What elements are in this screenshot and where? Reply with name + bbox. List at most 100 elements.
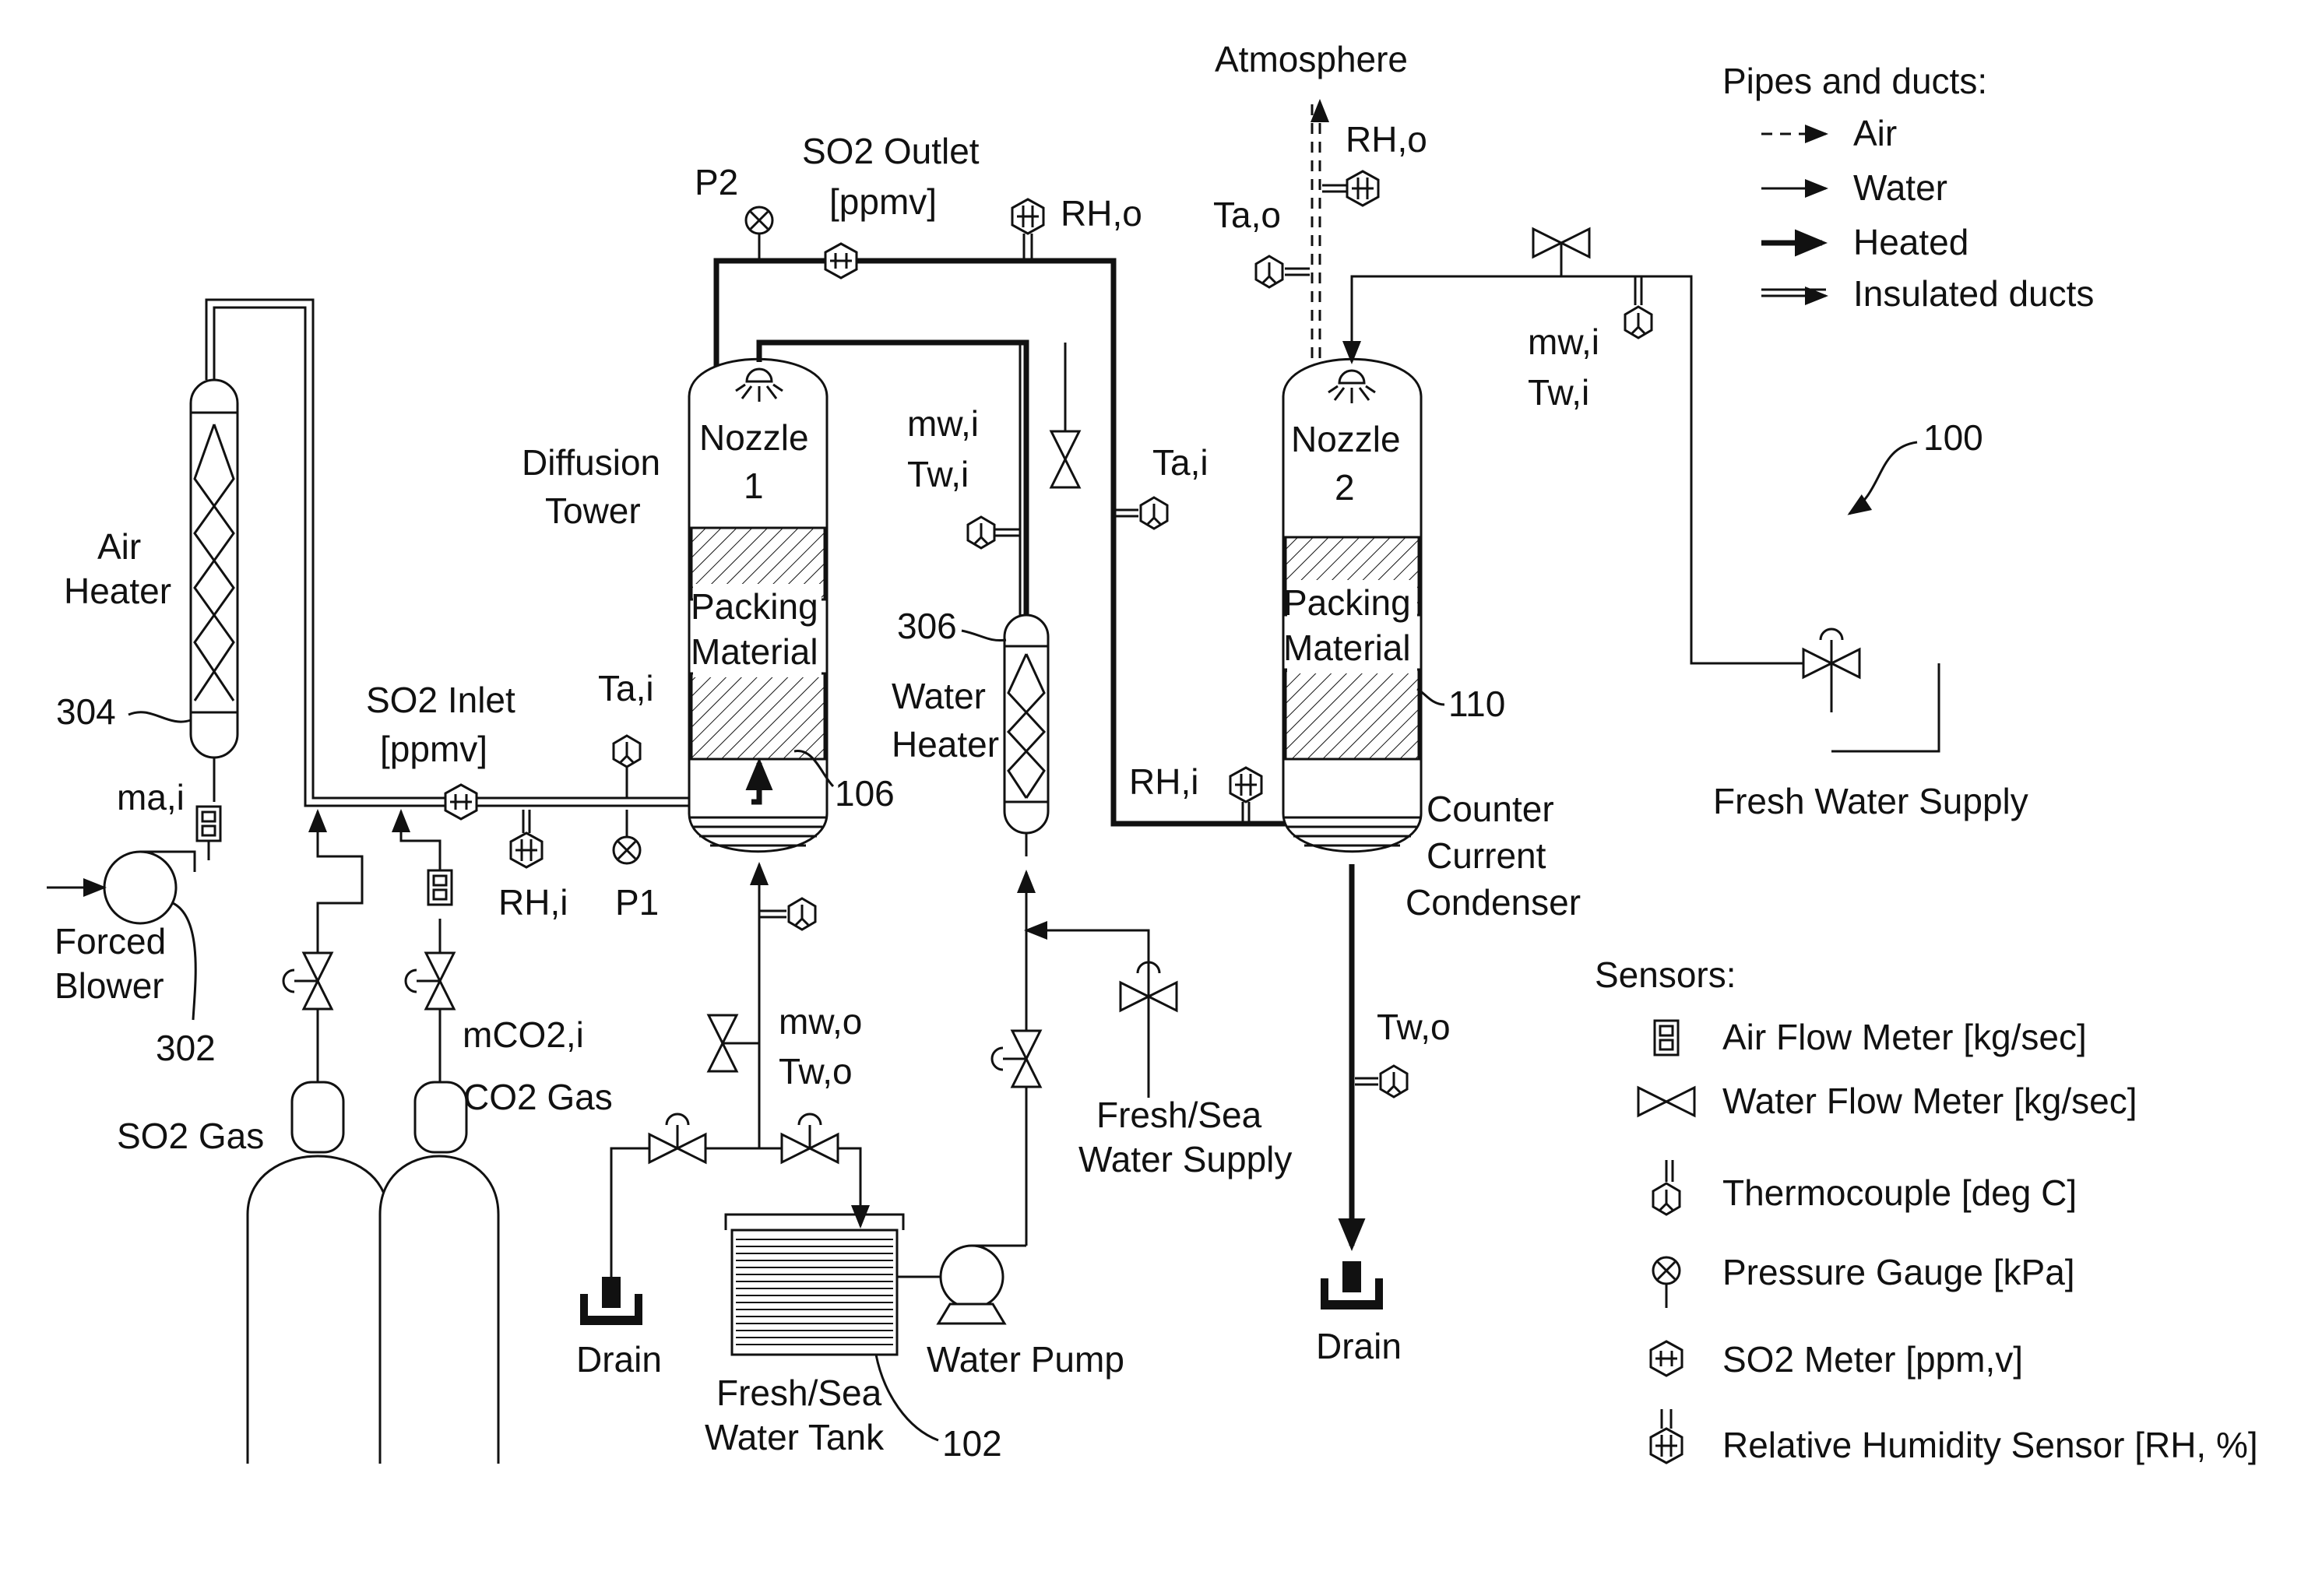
pressure-gauge-p2 xyxy=(746,207,772,234)
so2-meter-icon xyxy=(1651,1341,1682,1376)
label-atmosphere: Atmosphere xyxy=(1215,39,1408,79)
label-p1: P1 xyxy=(615,882,659,923)
thermocouple-two-1 xyxy=(789,898,815,930)
fresh-water-supply-label: Fresh Water Supply xyxy=(1713,781,2028,821)
co2-gas-line: mCO2,i xyxy=(401,811,584,1082)
label-two-2: Tw,o xyxy=(1377,1007,1451,1047)
packing-2-label-2: Material xyxy=(1283,628,1411,668)
legend-water-flow-meter: Water Flow Meter [kg/sec] xyxy=(1722,1081,2137,1121)
water-valve-pump[interactable] xyxy=(992,1031,1040,1087)
drain-2-icon xyxy=(1321,1261,1383,1309)
legend-air: Air xyxy=(1853,113,1897,153)
legend-insulated: Insulated ducts xyxy=(1853,273,2094,314)
co2-air-flow-meter xyxy=(428,870,452,905)
thermocouple-tai-inlet xyxy=(614,736,640,767)
ref-106: 106 xyxy=(835,773,895,814)
legend-sensors-title: Sensors: xyxy=(1595,954,1736,995)
ref-102: 102 xyxy=(942,1423,1002,1464)
label-twi-1: Tw,i xyxy=(907,454,969,494)
nozzle-1-label-2: 1 xyxy=(744,466,764,506)
ref-306: 306 xyxy=(897,606,957,646)
condenser-label-2: Current xyxy=(1427,835,1546,876)
air-flow-meter-icon xyxy=(1655,1021,1678,1055)
thermocouple-tai-mid xyxy=(1141,497,1167,529)
thermocouple-tao xyxy=(1256,256,1282,287)
counter-current-condenser: Nozzle 2 Packing Material 110 Counter Cu… xyxy=(1283,359,1581,923)
legend-water: Water xyxy=(1853,167,1947,208)
label-tai-inlet: Ta,i xyxy=(598,668,654,708)
label-so2-inlet-1: SO2 Inlet xyxy=(366,680,515,720)
water-flow-meter-mwi-1 xyxy=(1051,431,1079,487)
so2-gas-cylinder: SO2 Gas xyxy=(117,1082,388,1464)
label-rh-i-cond: RH,i xyxy=(1129,761,1198,802)
co2-gas-cylinder: CO2 Gas xyxy=(380,1077,613,1464)
water-pump-label: Water Pump xyxy=(927,1339,1124,1380)
label-so2-outlet-2: [ppmv] xyxy=(829,181,937,222)
air-heater: Air Heater 304 xyxy=(56,380,237,758)
nozzle-1-label-1: Nozzle xyxy=(699,417,809,458)
legend-rh-sensor: Relative Humidity Sensor [RH, %] xyxy=(1722,1425,2258,1465)
pressure-gauge-icon xyxy=(1653,1257,1680,1284)
label-rh-o-top: RH,o xyxy=(1346,119,1427,160)
drain-valve-1[interactable] xyxy=(649,1114,705,1162)
tank-valve[interactable] xyxy=(782,1114,838,1162)
water-flow-meter-icon xyxy=(1638,1088,1694,1116)
legend-thermocouple: Thermocouple [deg C] xyxy=(1722,1172,2077,1213)
label-tai-mid: Ta,i xyxy=(1152,442,1209,483)
rh-condenser-inlet-sensor xyxy=(1230,768,1261,802)
packing-1-label-2: Material xyxy=(691,631,818,672)
legend-heated: Heated xyxy=(1853,222,1968,262)
ref-302: 302 xyxy=(156,1028,216,1068)
label-so2-inlet-2: [ppmv] xyxy=(380,729,487,769)
legend-pipes-title: Pipes and ducts: xyxy=(1722,61,1987,101)
legend: Pipes and ducts: Air Water Heated Insula… xyxy=(1595,61,2258,1465)
forced-blower-label-2: Blower xyxy=(55,965,164,1006)
label-tao: Ta,o xyxy=(1213,195,1281,235)
rh-sensor-icon xyxy=(1651,1429,1682,1463)
so2-gas-line xyxy=(283,811,362,1082)
condenser-label-3: Condenser xyxy=(1406,882,1581,923)
label-twi-2: Tw,i xyxy=(1528,372,1589,413)
tank-label-2: Water Tank xyxy=(705,1417,885,1457)
ref-100: 100 xyxy=(1923,417,1983,458)
so2-inlet-meter xyxy=(445,785,477,819)
water-heater: Water Heater 306 xyxy=(892,606,1048,833)
thermocouple-twi-2 xyxy=(1625,307,1652,338)
so2-gas-valve[interactable] xyxy=(283,953,332,1009)
nozzle-2-label-1: Nozzle xyxy=(1291,419,1401,459)
label-so2-outlet-1: SO2 Outlet xyxy=(802,131,980,171)
co2-gas-valve[interactable] xyxy=(406,953,454,1009)
drain-1-icon xyxy=(580,1277,642,1325)
packing-2-label-1: Packing xyxy=(1283,582,1411,623)
label-mwo: mw,o xyxy=(779,1001,862,1042)
so2-outlet-meter xyxy=(825,244,857,278)
water-pump: Water Pump xyxy=(897,1246,1124,1380)
thermocouple-twi-1 xyxy=(968,517,994,548)
forced-blower-label-1: Forced xyxy=(55,921,166,961)
ref-110: 110 xyxy=(1448,684,1505,724)
label-so2-gas: SO2 Gas xyxy=(117,1116,264,1156)
nozzle-2-label-2: 2 xyxy=(1335,467,1355,508)
water-heater-label-1: Water xyxy=(892,676,986,716)
label-two-1: Tw,o xyxy=(779,1051,853,1092)
thermocouple-two-2 xyxy=(1381,1066,1407,1097)
diffusion-tower: Nozzle 1 Packing Material Diffusion Towe… xyxy=(522,359,895,852)
thermocouple-icon xyxy=(1653,1183,1680,1215)
air-heater-label-2: Heater xyxy=(64,571,171,611)
air-heater-label-1: Air xyxy=(97,526,141,567)
rh-outlet-sensor xyxy=(1012,199,1043,234)
rh-atmosphere-sensor xyxy=(1347,171,1378,206)
ref-304: 304 xyxy=(56,691,116,732)
label-rh-o-outlet: RH,o xyxy=(1061,193,1142,234)
condenser-label-1: Counter xyxy=(1427,789,1554,829)
tank-label-1: Fresh/Sea xyxy=(716,1373,882,1413)
label-mwi-2: mw,i xyxy=(1528,322,1599,362)
legend-pressure-gauge: Pressure Gauge [kPa] xyxy=(1722,1252,2075,1292)
fresh-sea-supply-line xyxy=(1026,930,1149,1098)
label-mco2: mCO2,i xyxy=(463,1014,584,1055)
air-flow-meter-mai xyxy=(197,807,220,841)
label-co2-gas: CO2 Gas xyxy=(463,1077,613,1117)
legend-so2-meter: SO2 Meter [ppm,v] xyxy=(1722,1339,2023,1380)
diffusion-tower-label-1: Diffusion xyxy=(522,442,660,483)
